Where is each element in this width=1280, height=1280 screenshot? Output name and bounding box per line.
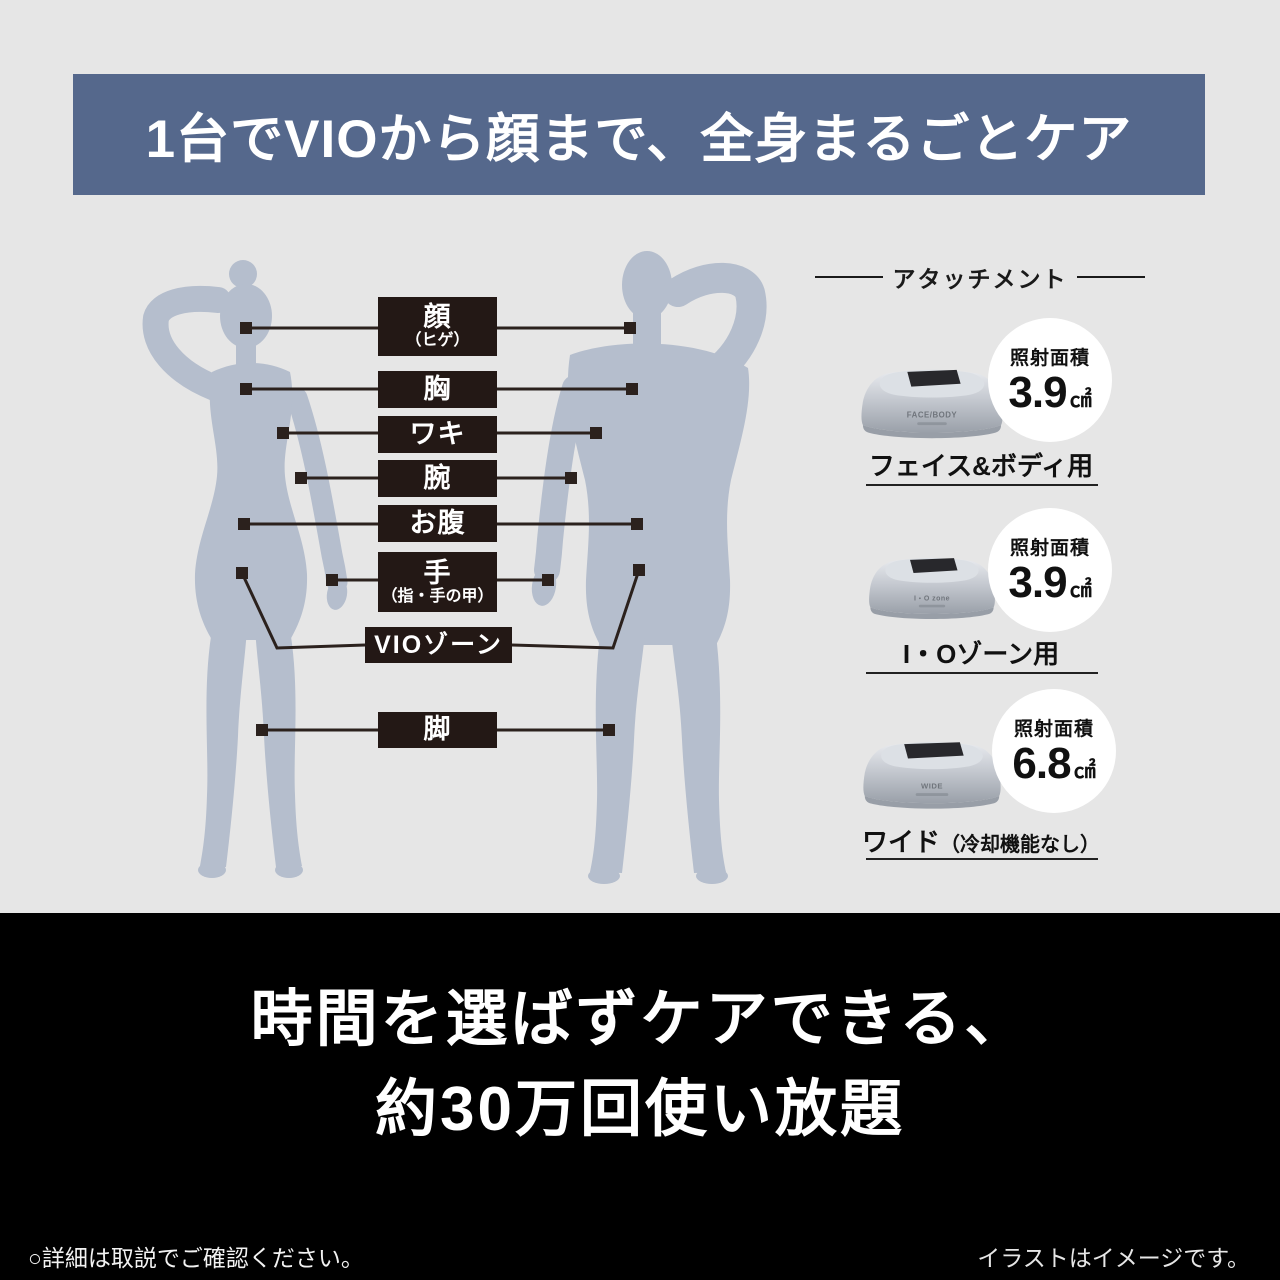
attachment-device-wide: WIDE xyxy=(863,742,1001,809)
female-silhouette xyxy=(142,260,348,878)
area-number: 3.9 xyxy=(1008,367,1067,417)
label-main: お腹 xyxy=(409,507,466,538)
attachment-underline-3 xyxy=(866,858,1098,860)
label-main: 脚 xyxy=(423,714,452,745)
label-main: ワキ xyxy=(409,418,466,449)
label-main: 手 xyxy=(423,557,452,588)
body-part-label-armpit: ワキ xyxy=(378,416,497,453)
area-value: 3.9 ㎠ xyxy=(1008,558,1091,608)
area-label: 照射面積 xyxy=(1009,537,1090,559)
headline-line-2: 約30万回使い放題 xyxy=(375,1074,905,1144)
area-unit: ㎠ xyxy=(1073,757,1096,783)
attachment-underline-2 xyxy=(866,672,1098,674)
attachments-header: アタッチメント xyxy=(815,263,1145,292)
area-label: 照射面積 xyxy=(1013,718,1094,740)
attachments-title: アタッチメント xyxy=(892,266,1068,292)
label-main: 顔 xyxy=(423,302,452,333)
body-part-label-chest: 胸 xyxy=(378,371,497,408)
banner-title: 1台でVIOから顔まで、全身まるごとケア xyxy=(145,109,1133,169)
header-rule-left xyxy=(815,276,883,278)
attachment-name-1: フェイス&ボディ用 xyxy=(868,451,1094,481)
label-main: 腕 xyxy=(423,462,452,493)
device-text: I・O zone xyxy=(914,595,950,602)
irradiation-area-badge-2: 照射面積 3.9 ㎠ xyxy=(988,508,1112,632)
body-part-label-face: 顔 （ヒゲ） xyxy=(378,297,497,356)
irradiation-area-badge-3: 照射面積 6.8 ㎠ xyxy=(992,689,1116,813)
footnote-right: イラストはイメージです。 xyxy=(977,1245,1250,1271)
label-sub: （ヒゲ） xyxy=(405,332,470,350)
bottom-headline: 時間を選ばずケアできる、 約30万回使い放題 xyxy=(0,975,1280,1155)
headline-line-1: 時間を選ばずケアできる、 xyxy=(250,985,1030,1054)
attachment-device-io-zone: I・O zone xyxy=(869,558,995,620)
device-text: FACE/BODY xyxy=(907,410,958,419)
body-part-label-vio: VIOゾーン xyxy=(365,627,512,663)
connector-dots xyxy=(236,322,645,736)
area-label: 照射面積 xyxy=(1009,347,1090,369)
attachment-name-3: ワイド（冷却機能なし） xyxy=(862,827,1101,857)
area-unit: ㎠ xyxy=(1069,576,1092,602)
attachment-underline-1 xyxy=(866,484,1098,486)
attachment-device-face-body: FACE/BODY xyxy=(861,369,1003,439)
irradiation-area-badge-1: 照射面積 3.9 ㎠ xyxy=(988,318,1112,442)
body-part-label-arm: 腕 xyxy=(378,460,497,497)
top-banner: 1台でVIOから顔まで、全身まるごとケア xyxy=(73,74,1205,195)
attachment-name-2: I・Oゾーン用 xyxy=(902,639,1060,669)
male-silhouette xyxy=(531,251,767,884)
bottom-message-section: 時間を選ばずケアできる、 約30万回使い放題 ○詳細は取説でご確認ください。 イ… xyxy=(0,913,1280,1280)
area-value: 3.9 ㎠ xyxy=(1008,368,1091,418)
area-number: 6.8 xyxy=(1012,738,1071,788)
label-main: VIOゾーン xyxy=(374,630,503,659)
label-main: 胸 xyxy=(423,373,452,404)
label-sub: （指・手の甲） xyxy=(381,587,494,605)
area-value: 6.8 ㎠ xyxy=(1012,739,1095,789)
header-rule-right xyxy=(1077,276,1145,278)
footnote-left: ○詳細は取説でご確認ください。 xyxy=(28,1245,364,1271)
device-text: WIDE xyxy=(921,781,943,790)
body-part-label-hand: 手 （指・手の甲） xyxy=(378,552,497,612)
area-number: 3.9 xyxy=(1008,557,1067,607)
body-part-label-leg: 脚 xyxy=(378,712,497,748)
area-unit: ㎠ xyxy=(1069,386,1092,412)
body-part-label-belly: お腹 xyxy=(378,505,497,542)
